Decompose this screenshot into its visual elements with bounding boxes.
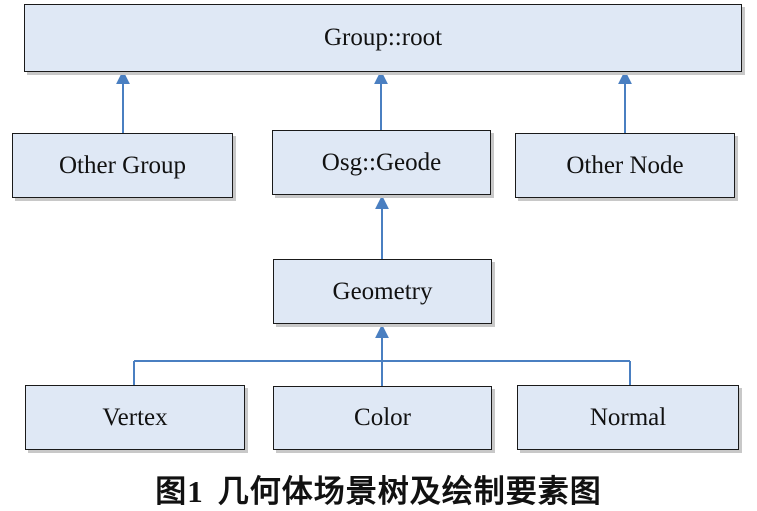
figure-caption: 图1 几何体场景树及绘制要素图 bbox=[0, 466, 757, 511]
node-osg-geode-label: Osg::Geode bbox=[321, 148, 442, 176]
node-other-node: Other Node bbox=[515, 133, 735, 198]
node-normal-label: Normal bbox=[589, 403, 667, 431]
node-geometry: Geometry bbox=[273, 259, 492, 324]
node-vertex: Vertex bbox=[25, 385, 245, 450]
figure-caption-text: 几何体场景树及绘制要素图 bbox=[217, 474, 602, 510]
node-geometry-label: Geometry bbox=[332, 277, 433, 305]
node-osg-geode: Osg::Geode bbox=[272, 130, 491, 195]
node-color-label: Color bbox=[354, 404, 411, 431]
node-other-group-label: Other Group bbox=[58, 151, 187, 179]
node-other-group: Other Group bbox=[12, 133, 233, 198]
node-color: Color bbox=[273, 386, 492, 450]
node-other-node-label: Other Node bbox=[566, 151, 684, 179]
node-vertex-label: Vertex bbox=[102, 403, 168, 431]
node-group-root: Group::root bbox=[24, 4, 742, 72]
node-normal: Normal bbox=[517, 385, 739, 450]
figure-number: 图1 bbox=[155, 474, 204, 509]
node-group-root-label: Group::root bbox=[323, 24, 443, 51]
